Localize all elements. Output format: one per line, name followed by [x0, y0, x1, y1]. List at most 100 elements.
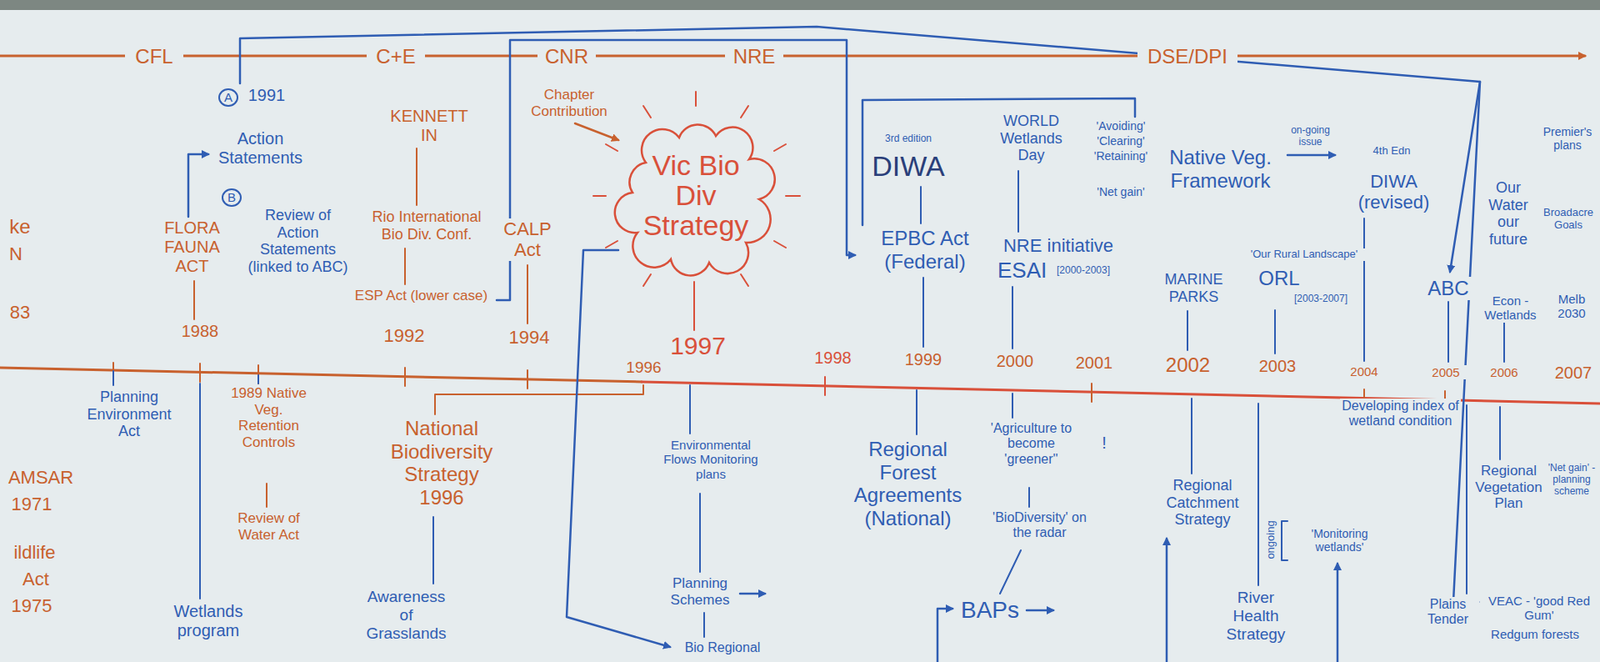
timeline-note: 1997 [666, 331, 730, 361]
timeline-note: 1989 Native Veg. Retention Controls [225, 385, 313, 450]
timeline-note: Planning Environment Act [79, 388, 180, 440]
bracket-line [1281, 520, 1288, 560]
timeline-note: 'Our Rural Landscape' [1241, 248, 1367, 261]
ray [643, 105, 651, 118]
timeline-note: 3rd edition [881, 133, 935, 145]
callout-number: A [218, 88, 239, 107]
timeline-note: DIWA [866, 150, 950, 183]
leader-line [1011, 393, 1014, 418]
year-tick [1090, 383, 1093, 402]
leader-line [699, 493, 701, 572]
timeline-note: 1996 [620, 358, 667, 377]
leader-line [1000, 550, 1021, 594]
leader-line [1017, 170, 1020, 232]
leader-line [915, 390, 918, 435]
timeline-note: 'Retaining' [1083, 149, 1159, 163]
leader-line [693, 281, 695, 330]
leader-line [1447, 301, 1450, 362]
timeline-note: 2004 [1343, 364, 1385, 379]
timeline-note: Planning Schemes [662, 575, 738, 608]
timeline-note: Bio Regional [676, 640, 769, 655]
strategy-cloud: Vic Bio Div Strategy [612, 112, 780, 280]
timeline-note: Environmental Flows Monitoring plans [656, 437, 765, 481]
timeline-note: 2007 [1551, 363, 1595, 383]
timeline-note: N [3, 243, 29, 265]
leader-line [265, 483, 268, 507]
timeline-note: Chapter Contribution [523, 86, 615, 120]
link-line [566, 250, 670, 647]
timeline-note: National Biodiversity Strategy 1996 [379, 416, 505, 509]
year-ticks [113, 362, 1445, 410]
timeline-note: Act [15, 568, 57, 590]
timeline-note: AMSAR [3, 466, 79, 488]
timeline-note: NRE initiative [991, 235, 1125, 256]
timeline-note: Review of Action Statements (linked to A… [241, 206, 355, 276]
timeline-note: 1992 [379, 325, 430, 346]
timeline-note: FLORA FAUNA ACT [152, 218, 232, 276]
leader-line [193, 280, 195, 320]
year-tick [404, 367, 406, 386]
timeline-note: Plains Tender [1416, 596, 1480, 628]
timeline-note: Econ - Wetlands [1475, 293, 1546, 323]
timeline-note: 2003 [1252, 356, 1303, 376]
timeline-note: 2005 [1425, 365, 1467, 380]
link-line [1453, 81, 1480, 602]
timeline-note: Awareness of Grasslands [358, 587, 455, 643]
leader-line [404, 248, 406, 285]
timeline-note: 1994 [504, 326, 555, 348]
link-line [188, 154, 209, 217]
ray [774, 144, 786, 151]
leader-line [922, 277, 925, 347]
cloud-title: Vic Bio Div Strategy [635, 150, 756, 240]
timeline-note: 'Net gain' - planning scheme [1545, 462, 1598, 497]
timeline-note: [2000-2003] [1045, 265, 1121, 277]
timeline-note: 4th Edn [1366, 145, 1417, 158]
link-arrow [1336, 563, 1340, 662]
callout-number: B [221, 188, 242, 207]
timeline-note: ESAI [995, 258, 1046, 284]
leader-line [1465, 405, 1468, 594]
timeline-note: Redgum forests [1485, 626, 1585, 641]
timeline-note: 'Agriculture to become 'greener'' [983, 420, 1080, 467]
ray [774, 240, 786, 248]
leader-line [1274, 310, 1276, 354]
timeline-note: ongoing [1265, 510, 1278, 569]
leader-line [1028, 487, 1030, 507]
year-tick [824, 376, 826, 395]
leader-line [199, 383, 201, 599]
leader-line [1186, 310, 1189, 350]
bracket-line [435, 385, 644, 415]
link-arrow [1287, 154, 1335, 157]
ray [695, 91, 697, 106]
ray [593, 195, 606, 197]
timeline-note: Broadacre Goals [1540, 206, 1597, 232]
timeline-note: on-going issue [1283, 125, 1338, 149]
leader-line [703, 612, 705, 637]
year-tick [199, 363, 201, 382]
leader-line [526, 265, 529, 324]
leader-line [415, 148, 418, 205]
leader-line [689, 385, 691, 434]
leader-line [1363, 218, 1365, 361]
timeline-note: 1971 [6, 493, 57, 515]
timeline-note: DSE/DPI [1137, 45, 1238, 69]
timeline-note: KENNETT IN [383, 106, 475, 145]
cloud-outline [615, 125, 775, 276]
timeline-note: WORLD Wetlands Day [987, 112, 1075, 165]
timeline-note: EPBC Act (Federal) [858, 226, 992, 273]
timeline-note: Rio International Bio Div. Conf. [360, 208, 494, 243]
timeline-note: 1998 [810, 348, 856, 368]
year-tick [526, 370, 529, 389]
ray [785, 195, 800, 197]
ray [740, 105, 749, 118]
top-timeline [0, 55, 1585, 58]
ray [605, 144, 618, 151]
timeline-note: ! [1098, 433, 1110, 453]
timeline-note: CFL [125, 45, 184, 69]
leader-line [920, 186, 922, 224]
leader-line [257, 375, 260, 384]
timeline-note: Melb 2030 [1550, 291, 1594, 321]
timeline-note: Our Water our future [1479, 179, 1538, 249]
